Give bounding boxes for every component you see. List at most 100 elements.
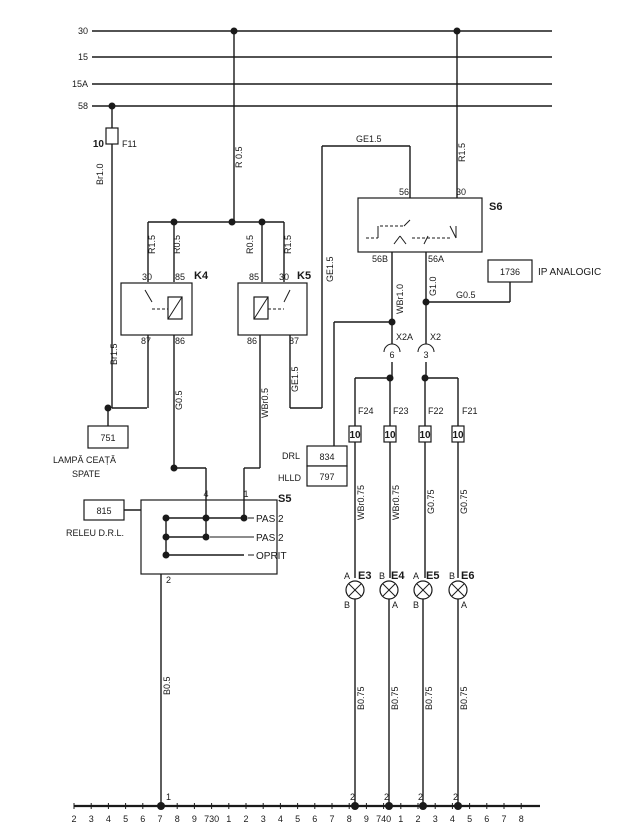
- s5-pin-1: 1: [243, 489, 248, 499]
- switch-contact: [449, 225, 457, 239]
- connector-x2: [417, 343, 435, 353]
- scale-label: 8: [175, 814, 180, 824]
- scale-label: 9: [364, 814, 369, 824]
- wire-label-ge15-left: GE1.5: [290, 366, 300, 392]
- k5-pin-87: 87: [289, 336, 299, 346]
- scale-label: 6: [484, 814, 489, 824]
- ground-junction: [454, 802, 462, 810]
- fuse-f11: [105, 127, 119, 145]
- scale-label: 2: [71, 814, 76, 824]
- s6-pin-56: 56: [399, 187, 409, 197]
- ground-junction: [385, 802, 393, 810]
- fuse-f11-value: 10: [93, 139, 105, 150]
- s5-position-2: PAS 2: [256, 533, 284, 544]
- scale-label: 7: [501, 814, 506, 824]
- scale-label: 3: [261, 814, 266, 824]
- ground-junction: [351, 802, 359, 810]
- hlld-label: HLLD: [278, 473, 302, 483]
- k4-pin-86: 86: [175, 336, 185, 346]
- wire-label-wbr075-b: WBr0.75: [391, 485, 401, 520]
- scale-label: 3: [89, 814, 94, 824]
- lamp-e6: [448, 580, 468, 600]
- bus-label-30: 30: [78, 26, 88, 36]
- scale-label: 7: [329, 814, 334, 824]
- wire-label-br15: Br1.5: [109, 343, 119, 365]
- connector-x2a: [383, 343, 401, 353]
- lamp-e6-pin-top: B: [449, 571, 455, 581]
- switch-contact: [393, 235, 401, 245]
- switch-contact: [403, 219, 411, 227]
- k4-pin-87: 87: [141, 336, 151, 346]
- fuse-f21-value: 10: [452, 430, 464, 441]
- wire-label-g075-a: G0.75: [426, 489, 436, 514]
- s6-pin-56a: 56A: [428, 254, 444, 264]
- wire-label-ge15-mid: GE1.5: [325, 256, 335, 282]
- fuse-f24-value: 10: [349, 430, 361, 441]
- bus-label-15a: 15A: [72, 79, 88, 89]
- scale-label: 5: [467, 814, 472, 824]
- scale-label: 6: [312, 814, 317, 824]
- fuse-f22-value: 10: [419, 430, 431, 441]
- wire-label-b075-2: B0.75: [390, 686, 400, 710]
- wire-label-ge15-top: GE1.5: [356, 134, 382, 144]
- scale-label: 2: [415, 814, 420, 824]
- lamp-e5-pin-top: A: [413, 571, 419, 581]
- scale-label: 4: [450, 814, 455, 824]
- fuse-f23-name: F23: [393, 406, 409, 416]
- lamp-e4: [379, 580, 399, 600]
- junction-dot: [202, 533, 210, 541]
- lamp-e6-label: E6: [461, 570, 474, 582]
- scale-label: 2: [243, 814, 248, 824]
- connector-pin-3: 3: [423, 350, 428, 360]
- wire-label-wbr10: WBr1.0: [395, 284, 405, 314]
- box-797: [306, 465, 348, 487]
- wire-label-b075-4: B0.75: [459, 686, 469, 710]
- scale-label: 1: [226, 814, 231, 824]
- fuse-f11-name: F11: [122, 139, 137, 149]
- lampa-ceata-label: LAMPĂ CEAȚĂ: [53, 455, 116, 465]
- lamp-e5-label: E5: [426, 570, 439, 582]
- scale-label: 6: [140, 814, 145, 824]
- s6-pin-30: 30: [456, 187, 466, 197]
- spate-label: SPATE: [72, 469, 100, 479]
- lamp-e6-pin-bottom: A: [461, 600, 467, 610]
- scale-label: 4: [106, 814, 111, 824]
- junction-dot: [162, 533, 170, 541]
- lamp-e4-label: E4: [391, 570, 405, 582]
- ground-pin-label: 1: [166, 792, 171, 802]
- junction-dot: [228, 218, 236, 226]
- wire-label-r15-k5: R1.5: [283, 235, 293, 254]
- lamp-e4-pin-top: B: [379, 571, 385, 581]
- wire-label-r05-k4: R0.5: [172, 235, 182, 254]
- junction-dot: [240, 514, 248, 522]
- connector-pin-6: 6: [389, 350, 394, 360]
- s5-pin-4: 4: [203, 489, 208, 499]
- s5-position-3: OPRIT: [256, 551, 287, 562]
- ip-analogic-label: IP ANALOGIC: [538, 267, 601, 278]
- junction-dot: [162, 551, 170, 559]
- lamp-e3: [345, 580, 365, 600]
- wire-label-g10: G1.0: [428, 276, 438, 296]
- relay-k4-label: K4: [194, 270, 209, 282]
- wire-label-b05: B0.5: [162, 676, 172, 695]
- switch-contact: [423, 235, 429, 245]
- bus-label-15: 15: [78, 52, 88, 62]
- wire-label-r05: R 0.5: [234, 146, 244, 168]
- scale-label: 1: [398, 814, 403, 824]
- wire-label-b075-1: B0.75: [356, 686, 366, 710]
- ground-pin-label: 2: [384, 792, 389, 802]
- box-815-label: 815: [96, 506, 111, 516]
- scale-label: 8: [347, 814, 352, 824]
- relay-coil-mark: [167, 296, 183, 320]
- fuse-f22-name: F22: [428, 406, 444, 416]
- wire-label-br10: Br1.0: [95, 163, 105, 185]
- ground-pin-label: 2: [453, 792, 458, 802]
- wire-label-g05-ip: G0.5: [456, 290, 476, 300]
- scale-label: 740: [376, 814, 391, 824]
- relay-contact: [283, 289, 291, 303]
- k5-pin-30: 30: [279, 272, 289, 282]
- box-1736-label: 1736: [500, 267, 520, 277]
- fuse-f21-name: F21: [462, 406, 478, 416]
